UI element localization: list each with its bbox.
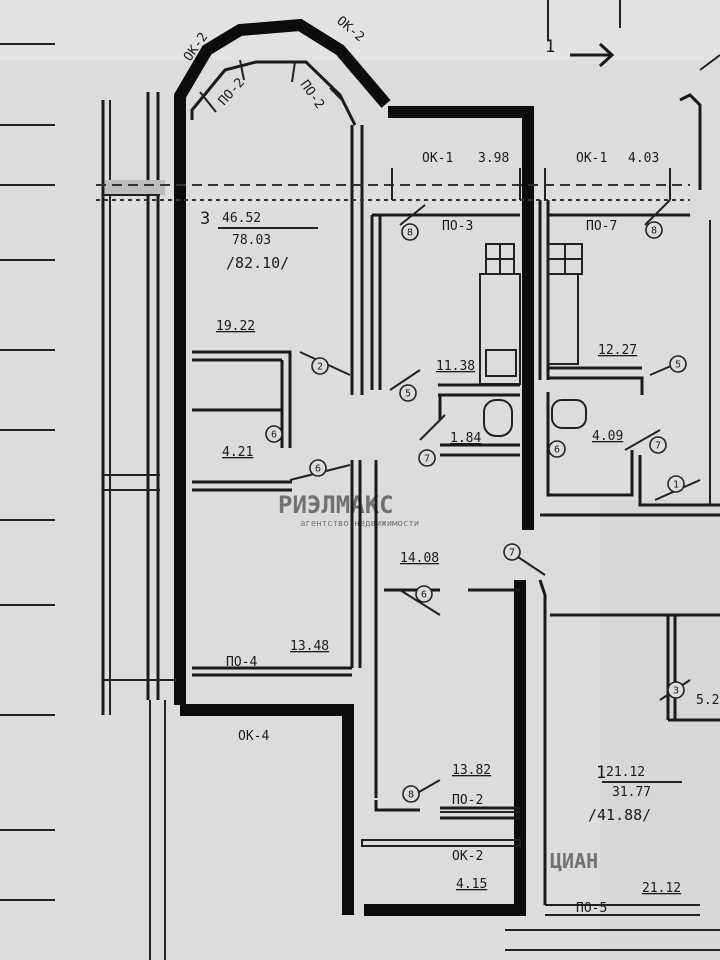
room-area: 5.2 xyxy=(696,693,719,708)
room-count: 3 xyxy=(200,209,210,229)
total-area-with-loggia: /41.88/ xyxy=(588,806,651,824)
window-label: ОК-1 xyxy=(576,151,607,166)
vent-label: ПО-2 xyxy=(452,793,483,808)
svg-text:7: 7 xyxy=(655,441,661,452)
svg-text:5: 5 xyxy=(675,360,681,371)
door-mark: 5 xyxy=(399,384,417,402)
vent-label: ПО-3 xyxy=(442,219,473,234)
window-width: 3.98 xyxy=(478,151,509,166)
room-area: 13.82 xyxy=(452,763,491,778)
partitions xyxy=(192,125,521,847)
window-label: ОК-2 xyxy=(452,849,483,864)
door-marks: 8 8 2 5 6 6 7 6 7 7 8 5 6 1 3 xyxy=(265,221,687,803)
door-mark: 8 xyxy=(645,221,663,239)
living-area: 21.12 xyxy=(606,765,645,780)
section-marker: 1 xyxy=(545,37,615,68)
room-area: 4.21 xyxy=(222,445,253,460)
svg-text:3: 3 xyxy=(673,686,679,697)
apartment-3-outline xyxy=(174,18,534,916)
svg-text:5: 5 xyxy=(405,389,411,400)
room-count: 1 xyxy=(596,763,606,783)
door-mark: 6 xyxy=(415,585,433,603)
room-area: 14.08 xyxy=(400,551,439,566)
apartment-1-summary: 12.27 4.09 5.2 1 21.12 31.77 /41.88/ 21.… xyxy=(588,343,719,896)
room-area: 13.48 xyxy=(290,639,329,654)
apartment-3-summary: 3 46.52 78.03 /82.10/ xyxy=(200,209,318,272)
room-area: 1.84 xyxy=(450,431,481,446)
apartment-1-outline xyxy=(505,54,720,951)
room-area: 21.12 xyxy=(642,881,681,896)
neighbour-walls-left xyxy=(101,92,180,960)
apartment-3-room-areas: 19.22 4.21 13.48 11.38 1.84 14.08 13.82 xyxy=(216,319,491,778)
window-label: ОК-1 xyxy=(422,151,453,166)
door-mark: 6 xyxy=(265,425,283,443)
svg-text:7: 7 xyxy=(509,548,515,559)
door-mark: 5 xyxy=(669,355,687,373)
vent-label: ПО-7 xyxy=(586,219,617,234)
svg-text:8: 8 xyxy=(651,226,657,237)
living-area: 46.52 xyxy=(222,211,261,226)
total-area-with-loggia: /82.10/ xyxy=(226,254,289,272)
door-mark: 2 xyxy=(311,357,329,375)
window-label: ОК-4 xyxy=(238,729,269,744)
door-mark: 1 xyxy=(667,475,685,493)
door-mark: 7 xyxy=(649,436,667,454)
total-area: 31.77 xyxy=(612,785,651,800)
svg-text:6: 6 xyxy=(271,430,277,441)
facade-line xyxy=(96,168,690,201)
vent-label: ПО-5 xyxy=(576,901,607,916)
room-area: 4.09 xyxy=(592,429,623,444)
grid-axis-marks xyxy=(0,0,621,901)
door-mark: 6 xyxy=(309,459,327,477)
bay-window xyxy=(190,59,357,126)
door-mark: 3 xyxy=(667,681,685,699)
watermark-tagline: агентство недвижимости xyxy=(300,519,419,529)
room-area: 12.27 xyxy=(598,343,637,358)
svg-text:6: 6 xyxy=(315,464,321,475)
window-width: 4.15 xyxy=(456,877,487,892)
door-mark: 6 xyxy=(548,440,566,458)
svg-text:6: 6 xyxy=(421,590,427,601)
svg-text:6: 6 xyxy=(554,445,560,456)
total-area: 78.03 xyxy=(232,233,271,248)
svg-text:8: 8 xyxy=(408,790,414,801)
vent-label: ПО-4 xyxy=(226,655,257,670)
watermark-brand: РИЭЛМАКС xyxy=(278,491,394,519)
window-width: 4.03 xyxy=(628,151,659,166)
door-mark: 8 xyxy=(401,223,419,241)
room-area: 19.22 xyxy=(216,319,255,334)
svg-text:2: 2 xyxy=(317,362,323,373)
svg-text:8: 8 xyxy=(407,228,413,239)
door-mark: 7 xyxy=(418,449,436,467)
room-area: 11.38 xyxy=(436,359,475,374)
door-mark: 8 xyxy=(402,785,420,803)
watermark-logo: ЦИАН xyxy=(550,849,598,873)
door-mark: 7 xyxy=(503,543,521,561)
svg-text:1: 1 xyxy=(673,480,679,491)
watermark: РИЭЛМАКС агентство недвижимости ЦИАН xyxy=(278,491,598,873)
section-number: 1 xyxy=(545,37,555,57)
svg-text:7: 7 xyxy=(424,454,430,465)
